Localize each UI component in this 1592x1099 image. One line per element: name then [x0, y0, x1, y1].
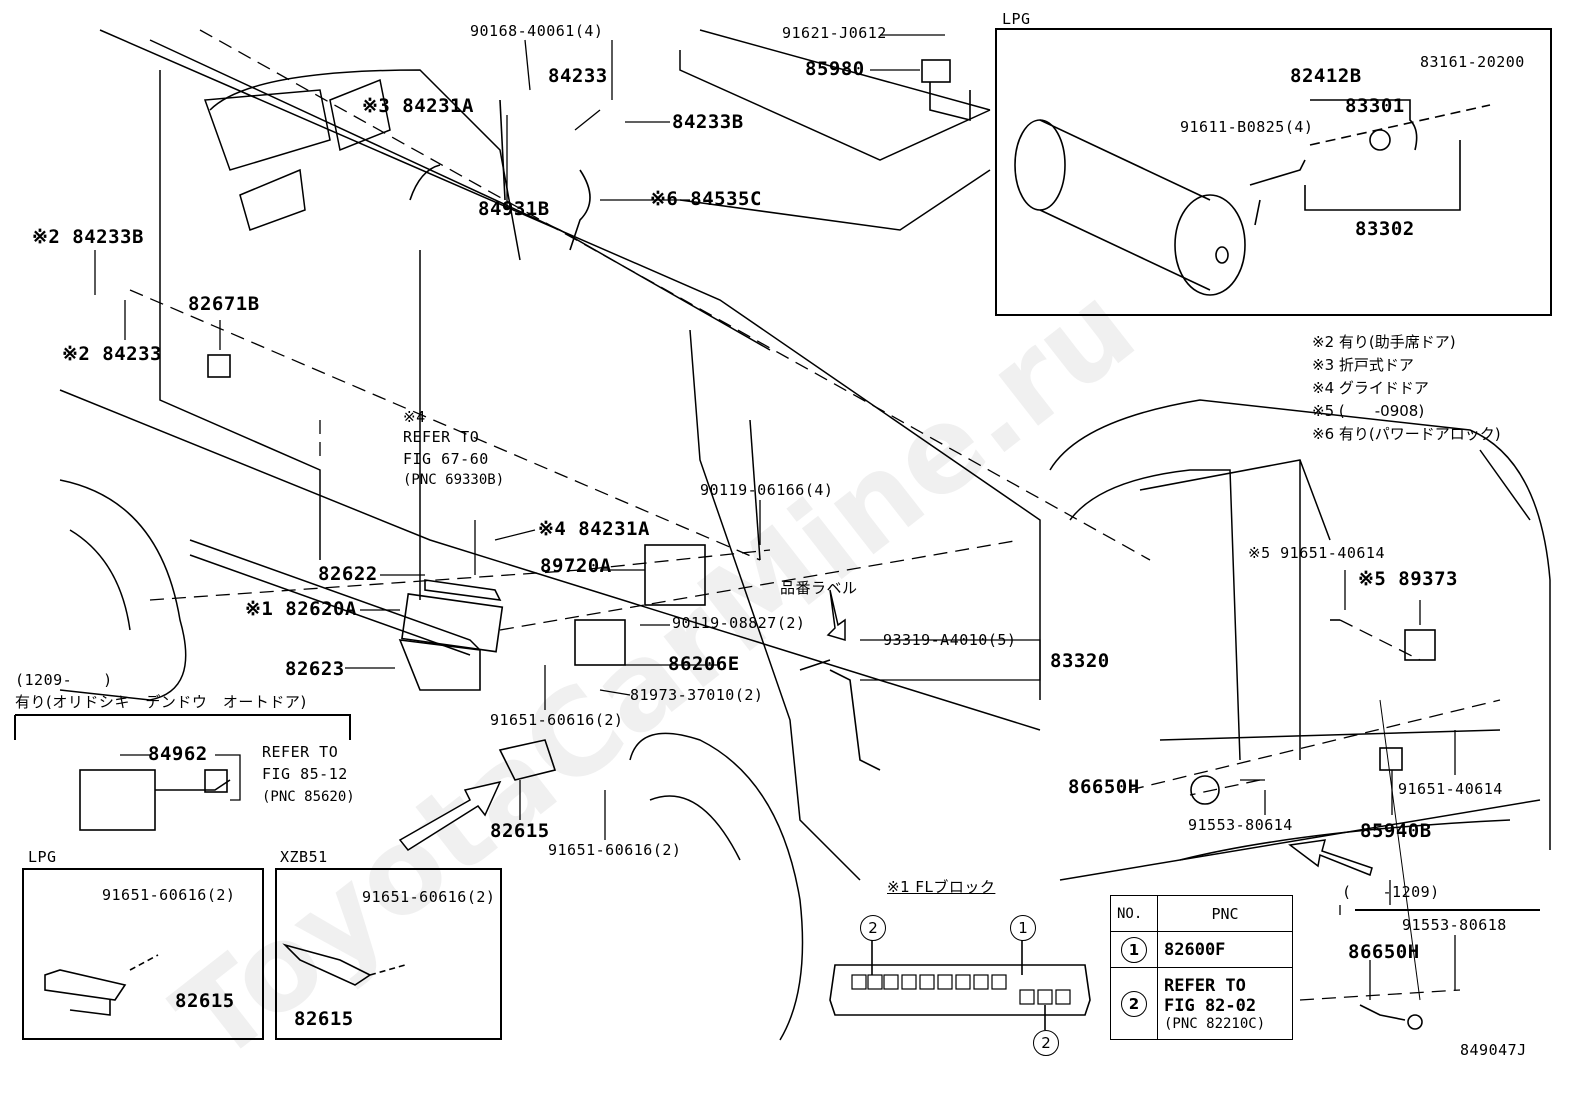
part-label-84231a-top: ※3 84231A: [362, 95, 474, 117]
leader-lines: [14, 34, 1540, 1000]
xzb51-title: XZB51: [280, 848, 328, 866]
part-label-84931b: 84931B: [478, 198, 550, 220]
part-label-81973-37010: 81973-37010(2): [630, 686, 764, 704]
part-label-82622: 82622: [318, 563, 378, 585]
part-label-90168-40061: 90168-40061(4): [470, 22, 604, 40]
pnc-row1-no: 1: [1110, 931, 1158, 968]
part-label-91651-40614-a: ※5 91651-40614: [1248, 544, 1385, 562]
lpg-small-bolt: 91651-60616(2): [102, 886, 236, 904]
part-label-84233b-left: ※2 84233B: [32, 226, 144, 248]
fl-block-callout-2a: 2: [860, 915, 886, 941]
fl-block-callout-1: 1: [1010, 915, 1036, 941]
part-label-90119-08827: 90119-08827(2): [672, 614, 806, 632]
part-label-84233b-top: 84233B: [672, 111, 744, 133]
note-4: ※4 グライドドア: [1312, 379, 1429, 397]
pnc-row2-pnc: REFER TO FIG 82-02 (PNC 82210C): [1157, 967, 1293, 1040]
part-label-86206e: 86206E: [668, 653, 740, 675]
part-label-93319-a4010: 93319-A4010(5): [883, 631, 1017, 649]
part-label-85980: 85980: [805, 58, 865, 80]
part-label-91553-80614: 91553-80614: [1188, 816, 1293, 834]
fl-block: [829, 940, 1091, 1030]
lpg-small-box: [22, 868, 264, 1040]
part-label-83161-20200: 83161-20200: [1420, 53, 1525, 71]
pnc-row2-line1: REFER TO: [1164, 975, 1246, 996]
bracket-lpg: [44, 954, 159, 1016]
lpg-inset-title: LPG: [1002, 10, 1031, 28]
arrows: [398, 589, 1373, 877]
part-label-84233-top: 84233: [548, 65, 608, 87]
lpg-inset-box: [995, 28, 1552, 316]
lpg-small-part: 82615: [175, 990, 235, 1012]
part-label-84962: 84962: [148, 743, 208, 765]
vehicle-outline: [59, 29, 1551, 1041]
pnc-row2-no: 2: [1110, 967, 1158, 1040]
part-label-84233-left: ※2 84233: [62, 343, 162, 365]
xzb51-bolt: 91651-60616(2): [362, 888, 496, 906]
notes-list: ※2 有り(助手席ドア) ※3 折戸式ドア ※4 グライドドア ※5 ( -09…: [1312, 331, 1501, 446]
pnc-table: NO. PNC 1 82600F 2 REFER TO FIG 82-02 (P…: [1110, 895, 1293, 1040]
part-label-82671b: 82671B: [188, 293, 260, 315]
part-label-91611-b0825: 91611-B0825(4): [1180, 118, 1314, 136]
fuse-box-assembly: [398, 544, 706, 781]
part-label-82623: 82623: [285, 658, 345, 680]
part-label-83302: 83302: [1355, 218, 1415, 240]
auto-door-period: (1209- ): [15, 671, 113, 689]
auto-door-refer-3: (PNC 85620): [262, 789, 355, 805]
part-label-90119-06166: 90119-06166(4): [700, 481, 834, 499]
part-label-82620a: ※1 82620A: [245, 598, 357, 620]
part-label-82615-main: 82615: [490, 820, 550, 842]
part-label-83320: 83320: [1050, 650, 1110, 672]
part-label-83301: 83301: [1345, 95, 1405, 117]
xzb51-part: 82615: [294, 1008, 354, 1030]
part-label-91651-60616-a: 91651-60616(2): [490, 711, 624, 729]
pnc-row2-line2: FIG 82-02: [1164, 995, 1257, 1016]
part-label-82412b: 82412B: [1290, 65, 1362, 87]
part-label-85940b: 85940B: [1360, 820, 1432, 842]
fl-block-title: ※1 FLブロック: [887, 878, 996, 896]
part-label-84535c: ※6 84535C: [650, 188, 762, 210]
lpg-tank: [1014, 99, 1491, 296]
note-2: ※2 有り(助手席ドア): [1312, 333, 1456, 351]
auto-door-title: 有り(オリドシキ デンドウ オートドア): [15, 693, 307, 711]
part-label-91651-60616-b: 91651-60616(2): [548, 841, 682, 859]
bottom-right-bolt: 91553-80618: [1402, 916, 1507, 934]
part-label-91621-j0612: 91621-J0612: [782, 24, 887, 42]
auto-door-refer-1: REFER TO: [262, 743, 339, 761]
hinban-label: 品番ラベル: [780, 579, 858, 597]
xzb51-box: [275, 868, 502, 1040]
pnc-row2-line3: (PNC 82210C): [1164, 1015, 1266, 1032]
bracket-xzb51: [282, 943, 406, 986]
bottom-right-part: 86650H: [1348, 941, 1420, 963]
refer-fig67-line3: (PNC 69330B): [403, 472, 505, 488]
part-label-91651-40614-b: 91651-40614: [1398, 780, 1503, 798]
bottom-right-period: ( -1209): [1342, 883, 1440, 901]
refer-fig67-line1: REFER TO: [403, 428, 480, 446]
pnc-header-pnc: PNC: [1157, 895, 1293, 932]
auto-door-refer-2: FIG 85-12: [262, 765, 348, 783]
refer-fig67-line2: FIG 67-60: [403, 450, 489, 468]
part-label-89373: ※5 89373: [1358, 568, 1458, 590]
note-5: ※5 ( -0908): [1312, 402, 1425, 420]
refer-fig67-note: ※4: [403, 408, 426, 426]
part-label-84231a-mid: ※4 84231A: [538, 518, 650, 540]
pnc-header-no: NO.: [1110, 895, 1158, 932]
part-label-86650h-main: 86650H: [1068, 776, 1140, 798]
pnc-row1-pnc: 82600F: [1157, 931, 1293, 968]
fl-block-callout-2b: 2: [1033, 1030, 1059, 1056]
diagram-code: 849047J: [1460, 1041, 1527, 1059]
lpg-small-title: LPG: [28, 848, 57, 866]
dashed-leaders: [129, 29, 1501, 1001]
note-6: ※6 有り(パワードアロック): [1312, 425, 1501, 443]
fl-block-fuse-slots: [851, 974, 1071, 1005]
wiring: [79, 59, 1436, 1030]
note-3: ※3 折戸式ドア: [1312, 356, 1414, 374]
part-label-89720a: 89720A: [540, 555, 612, 577]
